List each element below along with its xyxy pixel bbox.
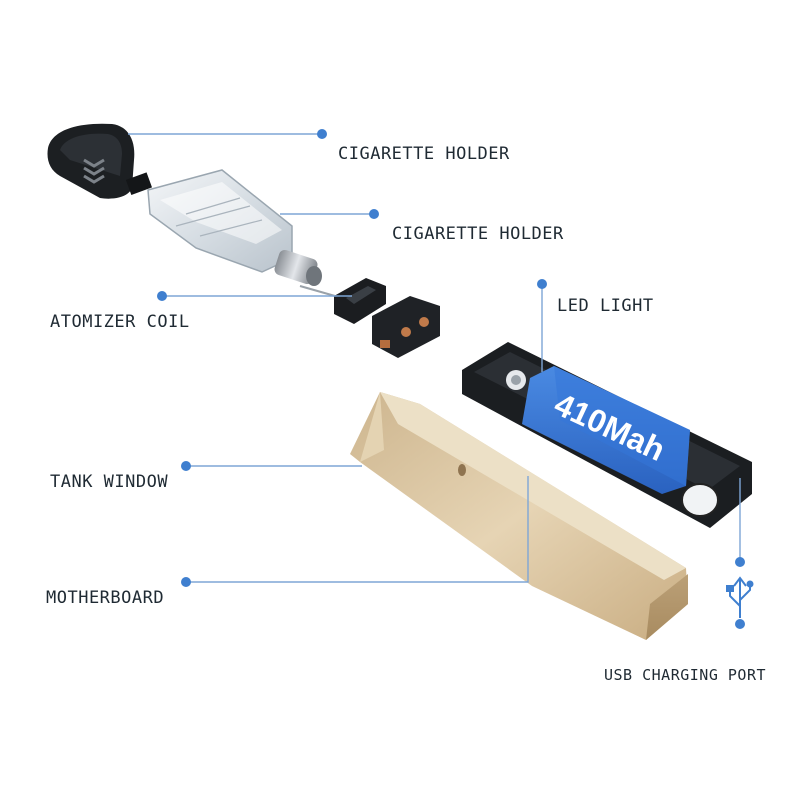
leader-dot-atomizer-coil	[157, 291, 167, 301]
leader-dot-usb-port-bottom	[735, 619, 745, 629]
label-tank-window: TANK WINDOW	[50, 472, 169, 492]
leader-dot-motherboard	[181, 577, 191, 587]
leader-dot-cigarette-holder-top	[317, 129, 327, 139]
leader-dot-led-light	[537, 279, 547, 289]
connector-block	[372, 296, 440, 358]
gold-shell	[350, 392, 688, 640]
mouthpiece-cap	[47, 123, 153, 199]
label-led-light: LED LIGHT	[557, 296, 654, 316]
battery-cell: 410Mah	[522, 366, 690, 494]
label-atomizer-coil: ATOMIZER COIL	[50, 312, 190, 332]
label-cigarette-holder-top: CIGARETTE HOLDER	[338, 144, 510, 164]
label-cigarette-holder-pod: CIGARETTE HOLDER	[392, 224, 564, 244]
usb-icon	[726, 576, 754, 618]
leader-dots	[157, 129, 745, 629]
leader-lines	[128, 133, 741, 583]
leader-dot-usb-port-top	[735, 557, 745, 567]
leader-dot-tank-window	[181, 461, 191, 471]
atomizer-seal	[334, 278, 386, 324]
clear-pod	[147, 169, 343, 299]
leader-line-motherboard	[186, 476, 529, 583]
label-motherboard: MOTHERBOARD	[46, 588, 165, 608]
leader-dot-cigarette-holder-pod	[369, 209, 379, 219]
label-usb-charging-port: USB CHARGING PORT	[604, 666, 767, 684]
